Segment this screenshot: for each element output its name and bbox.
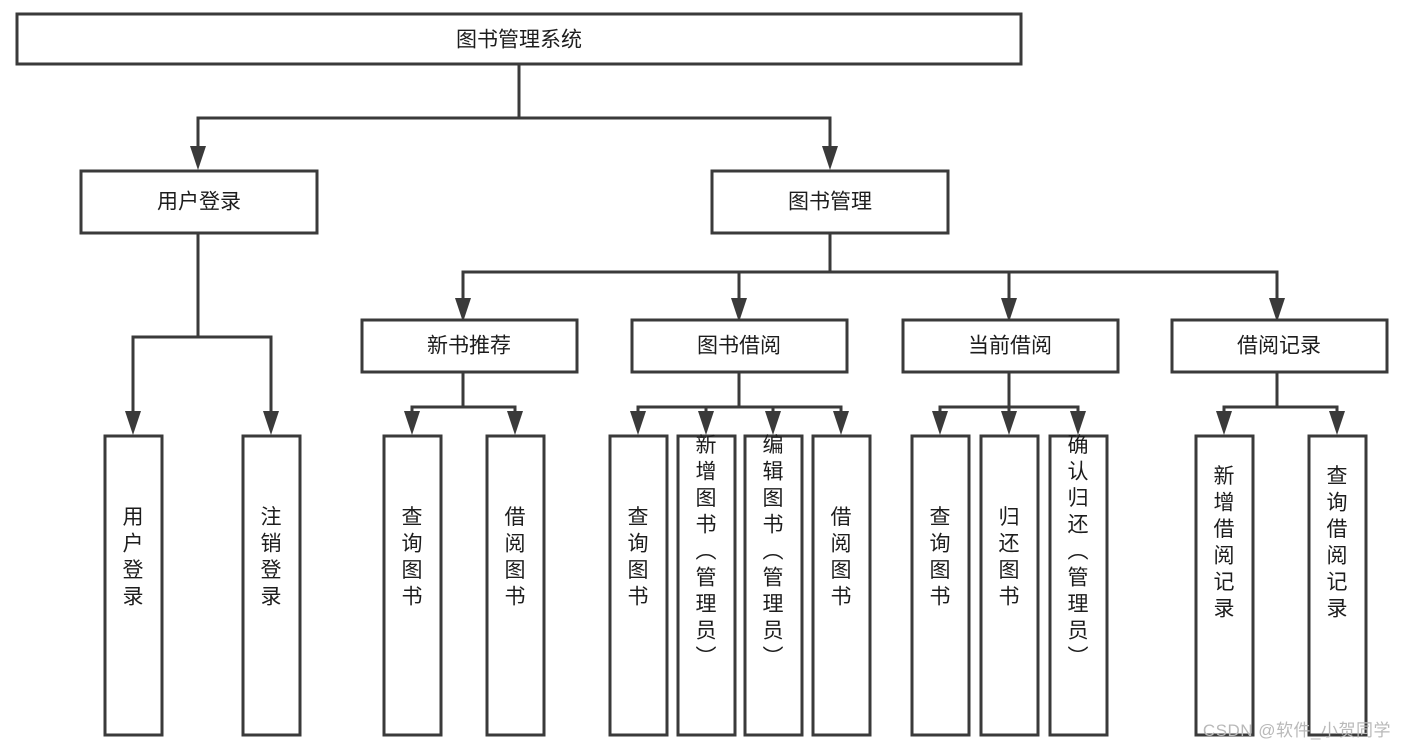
arrow-book-mgmt-to-current: [1001, 298, 1017, 322]
leaf-borrow-borrow-book[interactable]: 借阅图书: [811, 434, 872, 737]
leaf-borrow-add-book-admin[interactable]: 新增图书︵管理员︶: [676, 434, 737, 737]
leaf-current-query-book[interactable]: 查询图书: [910, 434, 971, 737]
arrow-book-mgmt-to-borrow: [731, 298, 747, 322]
node-box[interactable]: [910, 434, 971, 737]
leaf-user-login-logout[interactable]: 注销登录: [241, 434, 302, 737]
node-box[interactable]: [811, 434, 872, 737]
arrow-current-leaf-2: [1001, 411, 1017, 435]
node-label: 用户登录: [157, 191, 241, 214]
node-box[interactable]: [710, 169, 950, 235]
node-new-book-recommend[interactable]: 新书推荐: [360, 318, 579, 374]
node-label: 新书推荐: [427, 335, 511, 358]
node-box[interactable]: [901, 318, 1120, 374]
node-box[interactable]: [360, 318, 579, 374]
arrow-record-leaf-2: [1329, 411, 1345, 435]
node-label: 归还图书: [999, 506, 1020, 609]
node-label: 查询借阅记录: [1327, 465, 1348, 621]
edges-group: [125, 62, 1345, 435]
node-label: 新增图书︵管理员︶: [696, 434, 717, 669]
node-label: 新增借阅记录: [1214, 465, 1235, 621]
leaf-current-confirm-return-admin[interactable]: 确认归还︵管理员︶: [1048, 434, 1109, 737]
arrow-user-login-leaf-2: [263, 411, 279, 435]
node-book-management[interactable]: 图书管理: [710, 169, 950, 235]
node-label: 图书管理系统: [456, 29, 582, 52]
node-box[interactable]: [630, 318, 849, 374]
node-root-system[interactable]: 图书管理系统: [15, 12, 1023, 66]
arrow-borrow-leaf-3: [765, 411, 781, 435]
node-label: 借阅图书: [831, 506, 852, 609]
node-label: 图书借阅: [697, 335, 781, 358]
arrow-new-book-leaf-1: [404, 411, 420, 435]
node-box[interactable]: [743, 434, 804, 737]
leaf-record-query-record[interactable]: 查询借阅记录: [1307, 434, 1368, 737]
node-label: 用户登录: [123, 506, 144, 609]
node-user-login[interactable]: 用户登录: [79, 169, 319, 235]
node-label: 查询图书: [930, 506, 951, 609]
node-box[interactable]: [1307, 434, 1368, 737]
node-box[interactable]: [241, 434, 302, 737]
node-box[interactable]: [1194, 434, 1255, 737]
node-box[interactable]: [15, 12, 1023, 66]
arrow-borrow-leaf-2: [698, 411, 714, 435]
node-label: 注销登录: [261, 506, 282, 609]
leaf-current-return-book[interactable]: 归还图书: [979, 434, 1040, 737]
arrow-borrow-leaf-4: [833, 411, 849, 435]
node-box[interactable]: [382, 434, 443, 737]
arrow-book-mgmt-to-record: [1269, 298, 1285, 322]
node-box[interactable]: [1170, 318, 1389, 374]
leaf-new-book-query[interactable]: 查询图书: [382, 434, 443, 737]
node-box[interactable]: [79, 169, 319, 235]
leaf-new-book-borrow[interactable]: 借阅图书: [485, 434, 546, 737]
arrow-root-to-book-mgmt: [822, 146, 838, 170]
node-label: 借阅记录: [1237, 335, 1321, 358]
node-borrow-record[interactable]: 借阅记录: [1170, 318, 1389, 374]
node-box[interactable]: [979, 434, 1040, 737]
node-box[interactable]: [485, 434, 546, 737]
node-box[interactable]: [103, 434, 164, 737]
arrow-user-login-leaf-1: [125, 411, 141, 435]
node-label: 编辑图书︵管理员︶: [763, 434, 784, 669]
node-book-borrow[interactable]: 图书借阅: [630, 318, 849, 374]
node-box[interactable]: [608, 434, 669, 737]
node-label: 借阅图书: [505, 506, 526, 609]
arrow-borrow-leaf-1: [630, 411, 646, 435]
arrow-root-to-user-login: [190, 146, 206, 170]
arrow-current-leaf-1: [932, 411, 948, 435]
arrow-current-leaf-3: [1070, 411, 1086, 435]
node-box[interactable]: [676, 434, 737, 737]
leaf-record-add-record[interactable]: 新增借阅记录: [1194, 434, 1255, 737]
node-box[interactable]: [1048, 434, 1109, 737]
arrow-book-mgmt-to-new-book: [455, 298, 471, 322]
leaf-borrow-query-book[interactable]: 查询图书: [608, 434, 669, 737]
leaf-user-login-login[interactable]: 用户登录: [103, 434, 164, 737]
node-label: 图书管理: [788, 191, 872, 214]
arrow-new-book-leaf-2: [507, 411, 523, 435]
node-current-borrow[interactable]: 当前借阅: [901, 318, 1120, 374]
leaf-borrow-edit-book-admin[interactable]: 编辑图书︵管理员︶: [743, 434, 804, 737]
arrow-record-leaf-1: [1216, 411, 1232, 435]
node-label: 当前借阅: [968, 335, 1052, 358]
node-label: 确认归还︵管理员︶: [1068, 434, 1089, 669]
node-label: 查询图书: [402, 506, 423, 609]
node-label: 查询图书: [628, 506, 649, 609]
